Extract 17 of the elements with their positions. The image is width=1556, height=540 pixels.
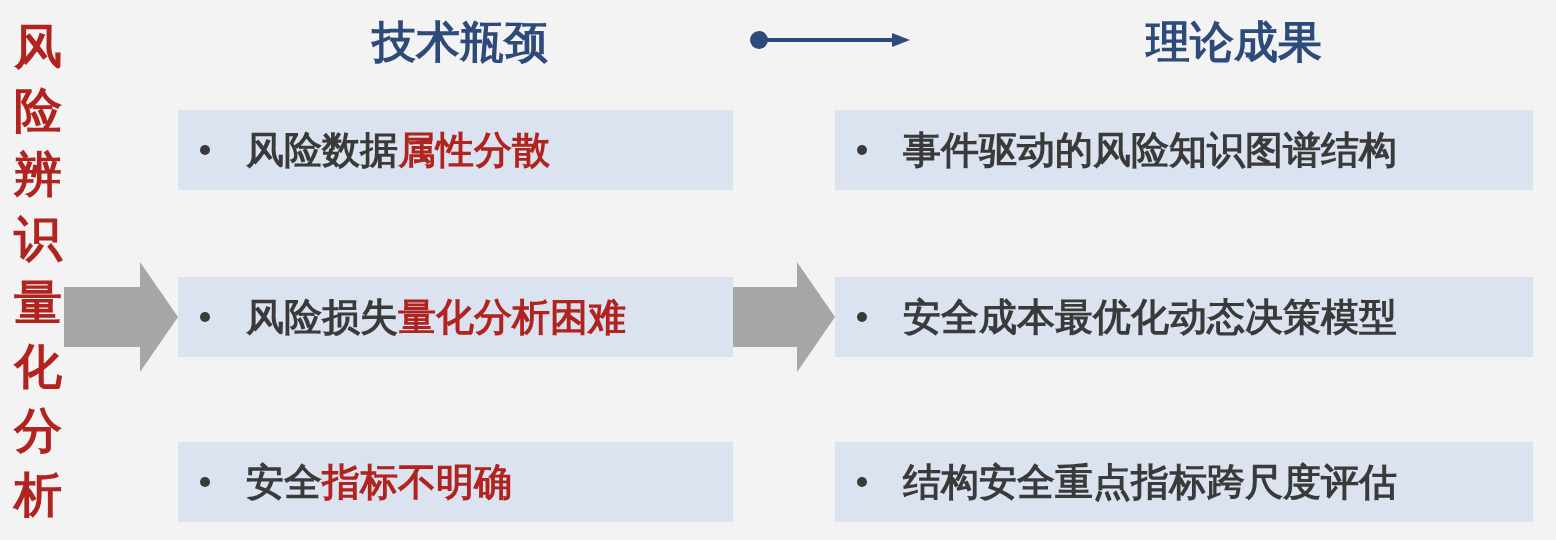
text-box [835,442,1533,522]
bullet-text: 安全成本最优化动态决策模型 [903,293,1397,341]
text-box [178,277,733,357]
bullet-text: 风险数据属性分散 [246,126,550,174]
bullet-text: 安全指标不明确 [246,458,512,506]
block-arrow [733,262,835,372]
column-heading: 理论成果 [1090,12,1322,72]
text-box [835,110,1533,190]
column-heading: 技术瓶颈 [372,12,612,72]
bullet-text: 事件驱动的风险知识图谱结构 [903,126,1397,174]
text-box [178,110,733,190]
bullet-text: 结构安全重点指标跨尺度评估 [903,458,1397,506]
text-box [178,442,733,522]
block-arrow [64,262,178,372]
vertical-title: 风险辨识量化分析 [12,14,64,534]
bullet-text: 风险损失量化分析困难 [246,293,626,341]
text-box [835,277,1533,357]
